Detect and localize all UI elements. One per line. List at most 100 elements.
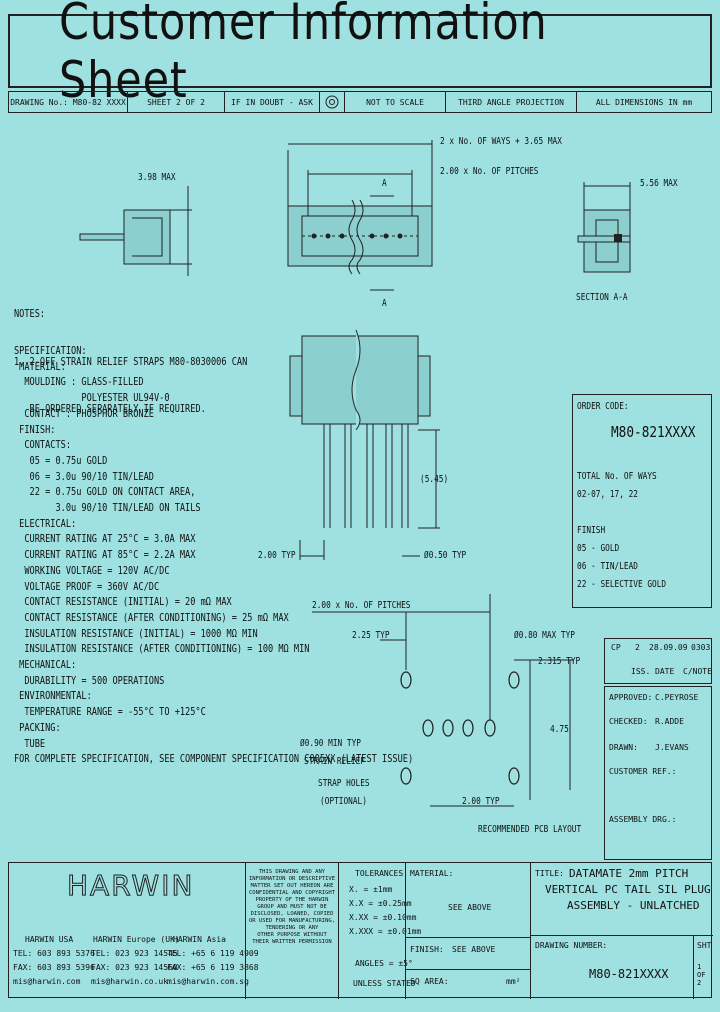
drawing-no-cell: DRAWING No.: M80-82 XXXX: [9, 92, 128, 112]
notes-line: BE ORDERED SEPARATELY IF REQUIRED.: [14, 402, 206, 415]
sheet-divider: [693, 935, 694, 999]
dim-height: 3.98 MAX: [138, 172, 176, 183]
spec-line: TEMPERATURE RANGE = -55°C TO +125°C: [14, 706, 206, 719]
pcb-layout-label: RECOMMENDED PCB LAYOUT: [478, 824, 582, 835]
spec-line: TUBE: [14, 737, 46, 750]
projection-symbol-icon: [325, 95, 339, 109]
pcb-200-typ: 2.00 TYP: [462, 796, 500, 807]
pcb-225-typ: 2.25 TYP: [352, 630, 390, 641]
europe-tel: TEL: 023 923 14545: [91, 949, 178, 958]
header-strip: DRAWING No.: M80-82 XXXX SHEET 2 OF 2 IF…: [8, 91, 712, 113]
pcb-strain-4: (OPTIONAL): [320, 796, 367, 807]
pcb-475: 4.75: [550, 724, 569, 735]
order-ways: 02-07, 17, 22: [577, 489, 638, 500]
title-line-3: ASSEMBLY - UNLATCHED: [567, 899, 700, 912]
spec-line: INSULATION RESISTANCE (INITIAL) = 1000 M…: [14, 627, 258, 640]
spec-line: FINISH:: [14, 423, 56, 436]
spec-line: CONTACT RESISTANCE (INITIAL) = 20 mΩ MAX: [14, 596, 232, 609]
section-view: [577, 182, 631, 273]
finish-label: FINISH:: [410, 945, 444, 954]
dim-side: 5.56 MAX: [640, 178, 678, 189]
order-ways-label: TOTAL No. OF WAYS: [577, 471, 657, 482]
title-divider: [531, 935, 713, 936]
asia-mail: mis@harwin.com.sg: [167, 977, 249, 986]
asia-office: HARWIN Asia: [173, 935, 226, 944]
drawn-value: J.EVANS: [655, 743, 689, 752]
spec-line: CONTACT RESISTANCE (AFTER CONDITIONING) …: [14, 611, 289, 624]
scale-cell: NOT TO SCALE: [345, 92, 446, 112]
order-finish-05: 05 - GOLD: [577, 543, 620, 554]
doubt-cell: IF IN DOUBT - ASK: [225, 92, 320, 112]
spec-line: CURRENT RATING AT 85°C = 2.2A MAX: [14, 549, 196, 562]
rev-num: 2: [635, 643, 640, 652]
spec-line: 05 = 0.75u GOLD: [14, 454, 108, 467]
rev-h-iss: ISS.: [631, 667, 651, 676]
spec-line: FOR COMPLETE SPECIFICATION, SEE COMPONEN…: [14, 753, 414, 766]
order-finish-label: FINISH: [577, 525, 606, 536]
sheet-title: Customer Information Sheet: [59, 0, 548, 109]
finish-value: SEE ABOVE: [452, 945, 496, 954]
spec-line: WORKING VOLTAGE = 120V AC/DC: [14, 564, 170, 577]
top-view: [287, 140, 433, 291]
drawing-number-label: DRAWING NUMBER:: [535, 941, 608, 950]
title-block: HARWIN HARWIN USA TEL: 603 893 5376 FAX:…: [8, 862, 713, 999]
dim-pitch-typ: 2.00 TYP: [258, 550, 296, 561]
section-marker-top: A: [382, 178, 387, 189]
spec-line: DURABILITY = 500 OPERATIONS: [14, 674, 165, 687]
dim-pin-diameter: Ø0.50 TYP: [424, 550, 467, 561]
usa-office: HARWIN USA: [25, 935, 74, 944]
spec-line: 22 = 0.75u GOLD ON CONTACT AREA,: [14, 486, 196, 499]
material-column: MATERIAL: SEE ABOVE FINISH: SEE ABOVE SQ…: [405, 863, 531, 999]
material-divider-1: [406, 937, 530, 938]
tolerance-4: X.XXX = ±0.01mm: [349, 927, 422, 936]
spec-line: ENVIRONMENTAL:: [14, 690, 92, 703]
sq-area-label: SQ AREA:: [410, 977, 449, 986]
section-marker-bottom: A: [382, 298, 387, 309]
usa-mail: mis@harwin.com: [13, 977, 81, 986]
order-code: M80-821XXXX: [611, 423, 696, 441]
material-value: SEE ABOVE: [448, 903, 492, 912]
spec-line: PACKING:: [14, 721, 61, 734]
spec-line: POLYESTER UL94V-0: [14, 392, 170, 405]
order-finish-06: 06 - TIN/LEAD: [577, 561, 638, 572]
approved-value: C.PEYROSE: [655, 693, 699, 702]
spec-line: MATERIAL:: [14, 360, 66, 373]
pcb-pitches: 2.00 x No. OF PITCHES: [312, 600, 411, 611]
sheet-title-box: Customer Information Sheet: [8, 0, 712, 109]
tolerance-2: X.X = ±0.25mm: [349, 899, 412, 908]
checked-value: R.ADDE: [655, 717, 684, 726]
sq-area-unit: mm²: [506, 977, 521, 986]
dim-pitch: 2.00 x No. OF PITCHES: [440, 166, 539, 177]
tolerance-3: X.XX = ±0.10mm: [349, 913, 417, 922]
usa-fax: FAX: 603 893 5396: [13, 963, 95, 972]
pcb-strain-1: Ø0.90 MIN TYP: [300, 738, 361, 749]
europe-office: HARWIN Europe (UK): [93, 935, 180, 944]
title-label: TITLE:: [535, 869, 564, 878]
checked-label: CHECKED:: [609, 717, 648, 726]
rev-h-date: DATE: [655, 667, 675, 676]
pcb-hole-dia: Ø0.80 MAX TYP: [514, 630, 575, 641]
tolerance-1: X. = ±1mm: [349, 885, 393, 894]
tolerance-angles: ANGLES = ±5°: [355, 959, 413, 968]
copyright-disclaimer: THIS DRAWING AND ANY INFORMATION OR DESC…: [245, 863, 339, 999]
order-code-box: ORDER CODE: M80-821XXXX TOTAL No. OF WAY…: [572, 394, 712, 608]
order-code-label: ORDER CODE:: [577, 401, 629, 412]
specification-block: SPECIFICATION: MATERIAL: MOULDING : GLAS…: [14, 344, 413, 768]
notes-block: NOTES: 1. 2-OFF STRAIN RELIEF STRAPS M80…: [14, 276, 247, 449]
assembly-drg-label: ASSEMBLY DRG.:: [609, 815, 677, 824]
dim-total-width: 2 x No. OF WAYS + 3.65 MAX: [440, 136, 562, 147]
spec-line: ELECTRICAL:: [14, 517, 77, 530]
usa-tel: TEL: 603 893 5376: [13, 949, 95, 958]
spec-line: 3.0u 90/10 TIN/LEAD ON TAILS: [14, 502, 201, 515]
order-finish-22: 22 - SELECTIVE GOLD: [577, 579, 667, 590]
pcb-layout: [312, 594, 574, 807]
material-label: MATERIAL:: [410, 869, 454, 878]
pcb-strain-3: STRAP HOLES: [318, 778, 370, 789]
notes-line: 1. 2-OFF STRAIN RELIEF STRAPS M80-803000…: [14, 355, 248, 368]
rev-cn: 0303: [691, 643, 711, 652]
dims-cell: ALL DIMENSIONS IN mm: [595, 97, 693, 107]
rev-cp: CP: [611, 643, 621, 652]
spec-line: 06 = 3.0u 90/10 TIN/LEAD: [14, 470, 154, 483]
notes-line: NOTES:: [14, 308, 46, 321]
